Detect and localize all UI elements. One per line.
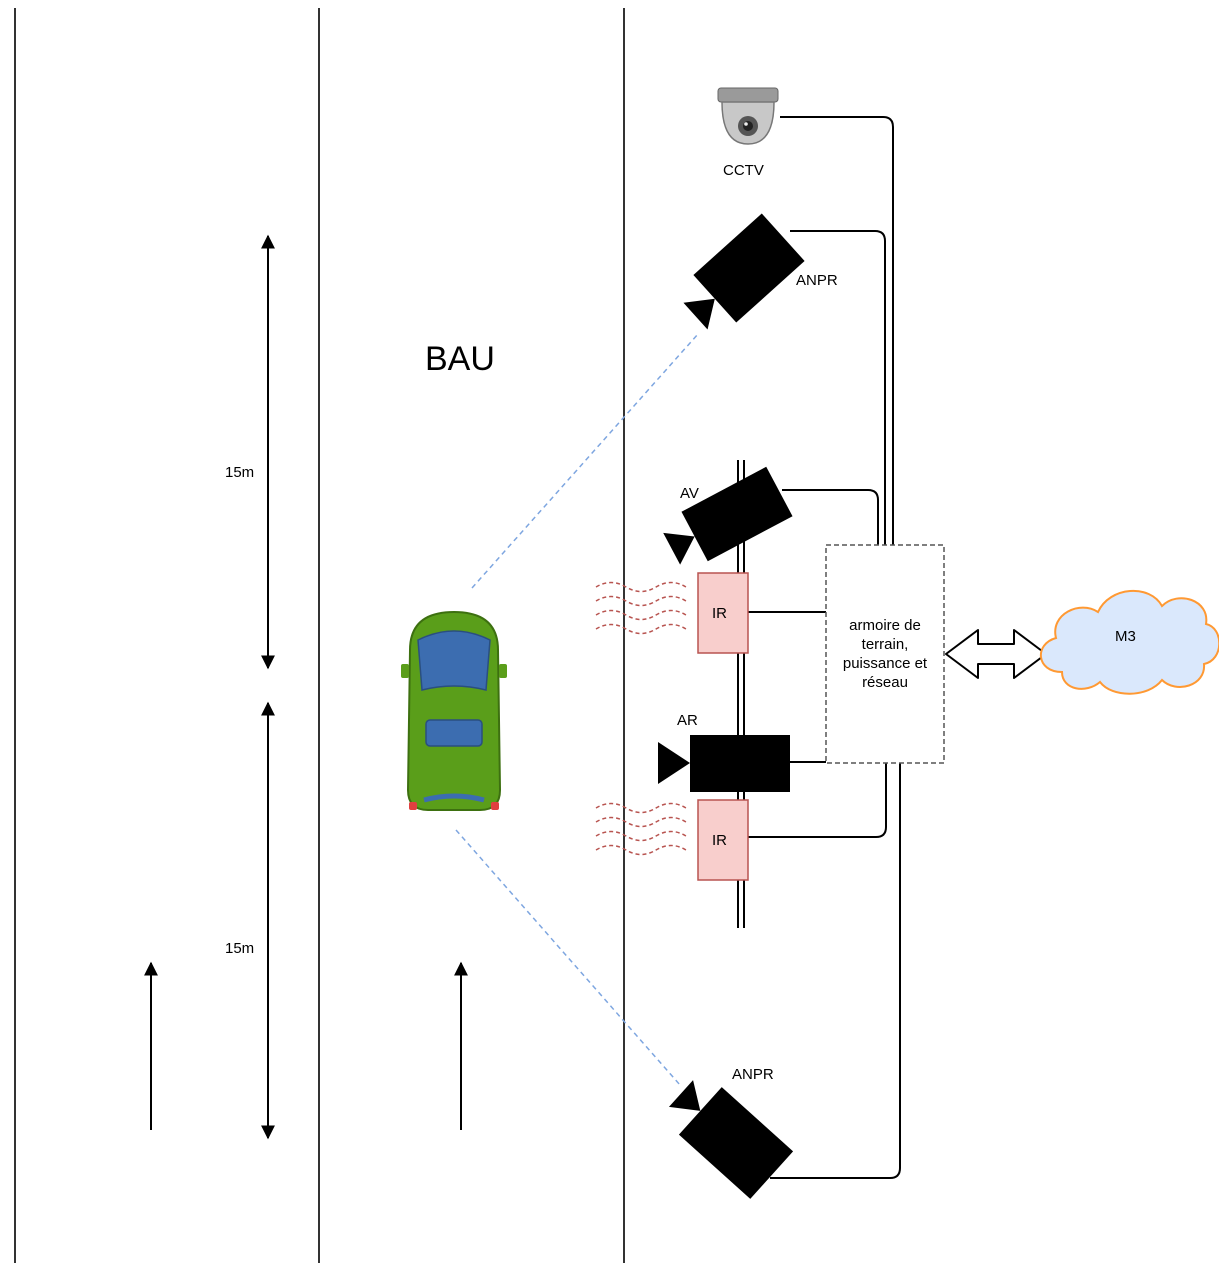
cctv-label: CCTV bbox=[723, 162, 764, 179]
double-arrow-icon bbox=[945, 629, 1047, 679]
ir-waves-top bbox=[595, 581, 687, 635]
traffic-direction bbox=[144, 961, 468, 1130]
cables bbox=[748, 116, 901, 1179]
distance-markers: 15m 15m bbox=[225, 234, 275, 1140]
cable-av bbox=[782, 489, 879, 545]
camera-icon bbox=[683, 213, 805, 330]
ar-label: AR bbox=[677, 712, 698, 729]
anpr-bottom-label: ANPR bbox=[732, 1066, 774, 1083]
ir-top-label: IR bbox=[712, 605, 727, 622]
camera-icon bbox=[668, 1080, 794, 1199]
cabinet-label: armoire de terrain, puissance et réseau bbox=[842, 617, 928, 691]
ir-bottom-label: IR bbox=[712, 832, 727, 849]
cable-ir-bottom bbox=[748, 763, 887, 838]
cctv-dome-icon bbox=[717, 87, 779, 145]
cloud-label: M3 bbox=[1115, 628, 1136, 645]
road-lanes bbox=[14, 8, 625, 1263]
sight-line-top bbox=[471, 333, 699, 589]
ir-sensor-top: IR bbox=[697, 572, 749, 654]
bau-label: BAU bbox=[425, 340, 495, 378]
car-icon bbox=[399, 610, 509, 812]
anpr-top-label: ANPR bbox=[796, 272, 838, 289]
cloud-icon: M3 bbox=[1039, 590, 1219, 695]
ir-sensor-bottom: IR bbox=[697, 799, 749, 881]
sight-line-bottom bbox=[455, 829, 681, 1086]
camera-icon bbox=[658, 735, 790, 792]
cabinet-box bbox=[825, 544, 945, 764]
distance-label-top: 15m bbox=[225, 464, 254, 481]
distance-label-bottom: 15m bbox=[225, 940, 254, 957]
av-label: AV bbox=[680, 485, 699, 502]
camera-icon bbox=[663, 466, 793, 565]
ir-waves-bottom bbox=[595, 802, 687, 856]
cable-cctv bbox=[780, 116, 894, 545]
cable-anpr-bottom bbox=[770, 763, 901, 1179]
cable-anpr-top bbox=[790, 230, 886, 545]
